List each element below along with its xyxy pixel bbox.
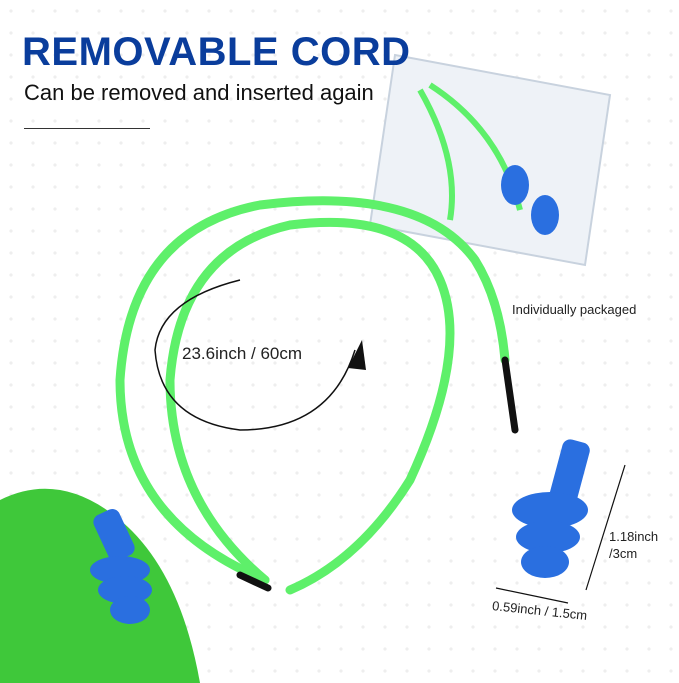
divider [24, 128, 150, 129]
green-cord [115, 196, 510, 595]
cord-length-label: 23.6inch / 60cm [182, 344, 303, 363]
earplug-left [90, 509, 152, 624]
page-title: REMOVABLE CORD [22, 30, 411, 74]
subtitle: Can be removed and inserted again [24, 80, 374, 105]
package-label: Individually packaged [512, 302, 637, 317]
package-image [368, 53, 612, 267]
cord-tip [501, 356, 519, 434]
cord-tip [236, 571, 272, 592]
earplug-right [512, 439, 590, 578]
earplug-height-label: 1.18inch [609, 529, 659, 544]
earplug-height-unit-label: /3cm [609, 546, 638, 561]
dimension-arrows [495, 464, 626, 604]
curved-arrow-icon [154, 279, 356, 431]
